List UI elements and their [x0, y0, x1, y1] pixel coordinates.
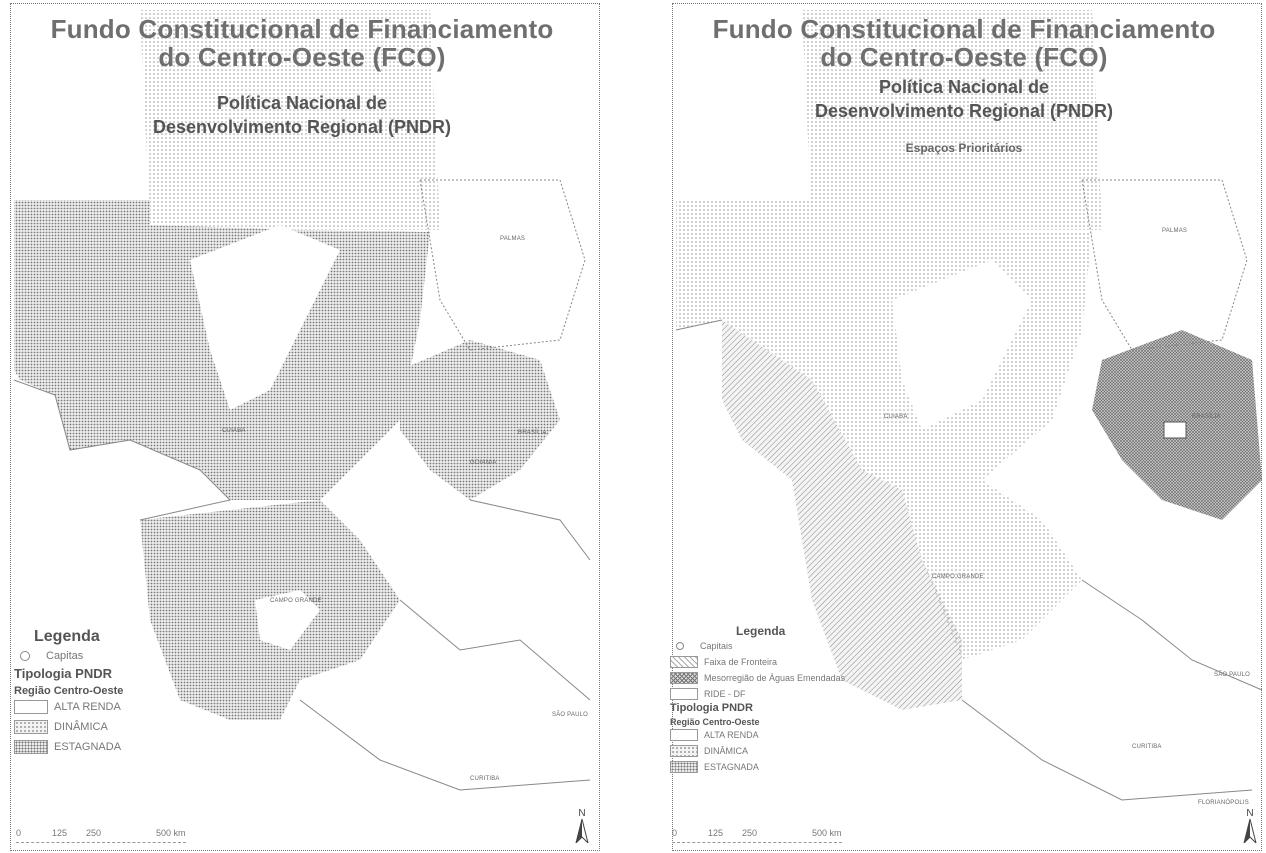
north-arrow-icon — [1243, 818, 1257, 845]
city-label: SÃO PAULO — [1214, 672, 1251, 678]
city-label: GOIANIA — [470, 460, 497, 466]
legend-capitals: Capitais — [670, 638, 900, 654]
region-north — [140, 10, 440, 230]
north-arrow-icon — [575, 818, 589, 845]
city-label: PALMAS — [500, 236, 526, 242]
border-southeast — [1081, 579, 1263, 691]
map-panel-left: Fundo Constitucional de Financiamento do… — [0, 0, 604, 853]
swatch-estagnada — [670, 761, 698, 773]
legend-typology: Tipologia PNDR — [14, 666, 112, 681]
north-arrow-left: N — [574, 808, 590, 846]
region-tocantins-outline — [419, 179, 586, 351]
map-frame-left — [10, 3, 600, 851]
legend-item: DINÂMICA — [14, 717, 234, 737]
legend-left: Legenda Capitas Tipologia PNDR Região Ce… — [14, 628, 234, 757]
map-left-graphic — [13, 10, 591, 791]
swatch-alta-renda — [670, 729, 698, 741]
region-tocantins-outline — [1081, 179, 1248, 351]
region-north — [802, 10, 1102, 230]
subtitle-line2-right: Desenvolvimento Regional (PNDR) — [814, 101, 1114, 121]
title-line2-left: do Centro-Oeste (FCO) — [158, 42, 446, 72]
swatch-faixa-fronteira — [670, 656, 698, 668]
border-southeast — [399, 599, 591, 701]
legend-item: DINÂMICA — [670, 743, 900, 759]
subtitle-line2-left: Desenvolvimento Regional (PNDR) — [152, 117, 452, 137]
legend-right: Legenda Capitais Faixa de Fronteira Meso… — [670, 624, 900, 775]
swatch-alta-renda — [14, 700, 48, 714]
subtitle-line3-right: Espaços Prioritários — [905, 141, 1023, 155]
swatch-dinamica — [670, 745, 698, 757]
map-frame-right — [672, 3, 1262, 851]
legend-item: RIDE - DF — [670, 686, 900, 702]
city-label: CURITIBA — [470, 776, 500, 782]
legend-heading: Legenda — [736, 624, 786, 638]
legend-capitals: Capitas — [14, 646, 234, 666]
border-west — [675, 319, 723, 331]
map-right-graphic — [675, 10, 1263, 801]
region-ms-center — [255, 590, 320, 650]
region-mt-center — [892, 260, 1032, 430]
border-west — [13, 379, 231, 521]
border-east — [469, 499, 591, 561]
region-frontier-strip — [722, 320, 962, 710]
legend-region: Região Centro-Oeste — [670, 717, 760, 727]
legend-item: ESTAGNADA — [14, 737, 234, 757]
city-label: CAMPO GRANDE — [270, 598, 322, 604]
city-label: CUIABA — [222, 428, 246, 434]
capital-icon — [20, 651, 30, 661]
city-label: CAMPO GRANDE — [932, 574, 984, 580]
city-label: CURITIBA — [1132, 744, 1162, 750]
region-ms — [902, 480, 1082, 660]
region-ride-df — [1163, 421, 1187, 439]
swatch-dinamica — [14, 720, 48, 734]
city-label: BRASÍLIA — [518, 430, 547, 436]
map-panel-right: Fundo Constitucional de Financiamento do… — [662, 0, 1266, 853]
region-mt-center — [190, 225, 340, 410]
swatch-ride-df — [670, 688, 698, 700]
title-line1-right: Fundo Constitucional de Financiamento — [712, 14, 1216, 44]
city-label: PALMAS — [1162, 228, 1188, 234]
capital-icon — [676, 642, 684, 650]
legend-item: ESTAGNADA — [670, 759, 900, 775]
legend-region: Região Centro-Oeste — [14, 685, 124, 697]
legend-heading: Legenda — [34, 628, 100, 645]
swatch-estagnada — [14, 740, 48, 754]
north-arrow-right: N — [1242, 808, 1258, 846]
legend-item: Faixa de Fronteira — [670, 654, 900, 670]
region-goias — [400, 340, 560, 500]
swatch-aguas-emendadas — [670, 672, 698, 684]
legend-item: ALTA RENDA — [670, 727, 900, 743]
city-label: CUIABA — [884, 414, 908, 420]
border-south — [299, 699, 591, 791]
legend-item: ALTA RENDA — [14, 697, 234, 717]
legend-typology: Tipologia PNDR — [670, 702, 753, 714]
title-line2-right: do Centro-Oeste (FCO) — [820, 42, 1108, 72]
legend-item: Mesorregião de Águas Emendadas — [670, 670, 900, 686]
title-line1-left: Fundo Constitucional de Financiamento — [50, 14, 554, 44]
city-label: SÃO PAULO — [552, 712, 589, 718]
subtitle-line1-left: Política Nacional de — [216, 93, 388, 113]
border-south — [961, 699, 1253, 801]
city-label: BRASÍLIA — [1192, 414, 1221, 420]
subtitle-line1-right: Política Nacional de — [878, 77, 1050, 97]
city-label: FLORIANÓPOLIS — [1198, 800, 1249, 806]
